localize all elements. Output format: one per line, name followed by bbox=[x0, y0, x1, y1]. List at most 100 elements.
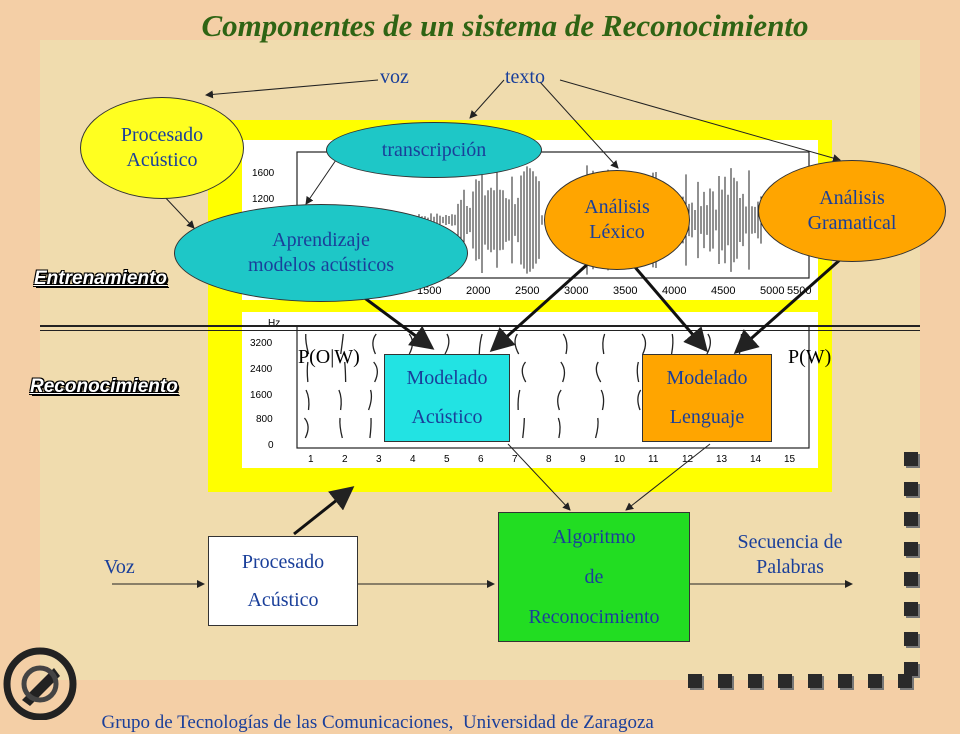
box-label: Procesado bbox=[241, 550, 325, 573]
transcripcion-ellipse: transcripción bbox=[326, 122, 542, 178]
texto-label: texto bbox=[505, 66, 545, 88]
bottom-y-tick: 3200 bbox=[250, 338, 273, 349]
bottom-x-tick: 8 bbox=[546, 454, 552, 465]
box-label: Reconocimiento bbox=[528, 605, 660, 628]
decorative-square bbox=[904, 542, 918, 556]
footer-university: Universidad de Zaragoza bbox=[462, 712, 654, 733]
formant-track bbox=[372, 333, 377, 355]
bottom-x-tick: 3 bbox=[376, 454, 382, 465]
arrow-voz-procesado bbox=[205, 79, 379, 99]
arrow-lenguaje-algoritmo bbox=[625, 443, 711, 511]
formant-track bbox=[444, 333, 450, 355]
formant-track bbox=[641, 333, 647, 355]
ellipse-label: modelos acústicos bbox=[247, 254, 395, 276]
footer-group: Grupo de Tecnologías de las Comunicacion… bbox=[101, 712, 454, 733]
formant-track bbox=[338, 389, 342, 411]
arrow-texto-transcripcion bbox=[469, 79, 505, 119]
voz-label: voz bbox=[380, 66, 409, 88]
footer: Grupo de Tecnologías de las Comunicacion… bbox=[92, 690, 654, 734]
formant-track bbox=[560, 361, 566, 383]
formant-track bbox=[303, 417, 309, 439]
bottom-x-tick: 1 bbox=[308, 454, 314, 465]
ellipse-label: Léxico bbox=[589, 221, 645, 243]
bottom-x-tick: 5 bbox=[444, 454, 450, 465]
decorative-square bbox=[868, 674, 882, 688]
procesado-acustico-box: Procesado Acústico bbox=[208, 536, 358, 626]
bottom-x-tick: 12 bbox=[682, 454, 694, 465]
arrow-transcripcion-aprendizaje bbox=[305, 159, 337, 205]
decorative-square bbox=[904, 482, 918, 496]
formant-track bbox=[637, 389, 642, 411]
formant-track bbox=[594, 417, 599, 439]
decorative-square bbox=[904, 452, 918, 466]
voz-input-label: Voz bbox=[104, 556, 135, 578]
arrow-lexico-modelado-lenguaje bbox=[632, 265, 708, 353]
ellipse-label: transcripción bbox=[381, 138, 487, 161]
bottom-x-tick: 14 bbox=[750, 454, 762, 465]
decorative-square bbox=[808, 674, 822, 688]
bottom-x-tick: 10 bbox=[614, 454, 626, 465]
bottom-y-tick: 800 bbox=[256, 414, 273, 425]
bottom-y-tick: 0 bbox=[268, 440, 274, 451]
formant-track bbox=[557, 389, 562, 411]
top-x-tick: 2500 bbox=[515, 285, 539, 297]
p-o-w-label: P(O|W) bbox=[298, 346, 360, 368]
arrow-procesado-aprendizaje bbox=[161, 193, 195, 229]
top-x-tick: 2000 bbox=[466, 285, 490, 297]
secuencia-label: Secuencia de Palabras bbox=[720, 530, 860, 580]
formant-track bbox=[339, 417, 343, 439]
ellipse-label: Procesado bbox=[120, 124, 204, 146]
top-y-tick: 1600 bbox=[252, 168, 275, 179]
top-x-tick: 5500 bbox=[787, 285, 811, 297]
formant-track bbox=[367, 389, 373, 411]
top-x-tick: 3500 bbox=[613, 285, 637, 297]
bottom-x-tick: 15 bbox=[784, 454, 796, 465]
box-label: Lenguaje bbox=[669, 406, 745, 428]
reconocimiento-label: Reconocimiento bbox=[30, 376, 178, 397]
arrow-gramatical-lenguaje bbox=[733, 256, 843, 354]
formant-track bbox=[522, 417, 525, 439]
formant-track bbox=[340, 333, 344, 355]
ellipse-label: Aprendizaje bbox=[272, 229, 370, 251]
p-w-label: P(W) bbox=[788, 346, 832, 368]
secuencia-line: Secuencia de bbox=[737, 531, 843, 553]
bottom-x-tick: 13 bbox=[716, 454, 728, 465]
formant-track bbox=[478, 333, 483, 355]
formant-track bbox=[306, 361, 309, 383]
procesado-acustico-ellipse: Procesado Acústico bbox=[80, 97, 244, 199]
hz-unit: Hz bbox=[268, 318, 280, 329]
university-logo-icon bbox=[3, 647, 77, 720]
top-x-tick: 4000 bbox=[662, 285, 686, 297]
modelado-acustico-box: Modelado Acústico bbox=[384, 354, 510, 442]
decorative-square bbox=[838, 674, 852, 688]
arrow-texto-lexico bbox=[539, 81, 619, 169]
aprendizaje-ellipse: Aprendizaje modelos acústicos bbox=[174, 204, 468, 302]
formant-track bbox=[369, 417, 372, 439]
ellipse-label: Análisis bbox=[584, 196, 650, 218]
bottom-y-tick: 1600 bbox=[250, 390, 273, 401]
decorative-square bbox=[748, 674, 762, 688]
decorative-square bbox=[904, 632, 918, 646]
divider-line bbox=[40, 325, 920, 327]
decorative-square bbox=[904, 662, 918, 676]
secuencia-line: Palabras bbox=[756, 556, 824, 578]
formant-track bbox=[344, 361, 347, 383]
bottom-x-tick: 7 bbox=[512, 454, 518, 465]
formant-track bbox=[517, 389, 521, 411]
formant-track bbox=[602, 333, 606, 355]
decorative-square bbox=[898, 674, 912, 688]
modelado-lenguaje-box: Modelado Lenguaje bbox=[642, 354, 772, 442]
top-x-tick: 3000 bbox=[564, 285, 588, 297]
arrow-lexico-modelado-acustico bbox=[489, 260, 592, 353]
formant-track bbox=[595, 361, 602, 383]
bottom-y-tick: 2400 bbox=[250, 364, 273, 375]
bottom-x-tick: 11 bbox=[648, 454, 659, 465]
formant-track bbox=[521, 361, 527, 383]
decorative-square bbox=[904, 602, 918, 616]
analisis-lexico-ellipse: Análisis Léxico bbox=[544, 170, 690, 270]
page-title: Componentes de un sistema de Reconocimie… bbox=[201, 8, 809, 43]
box-label: Modelado bbox=[666, 367, 748, 389]
box-label: Acústico bbox=[247, 588, 319, 611]
formant-track bbox=[562, 333, 568, 355]
